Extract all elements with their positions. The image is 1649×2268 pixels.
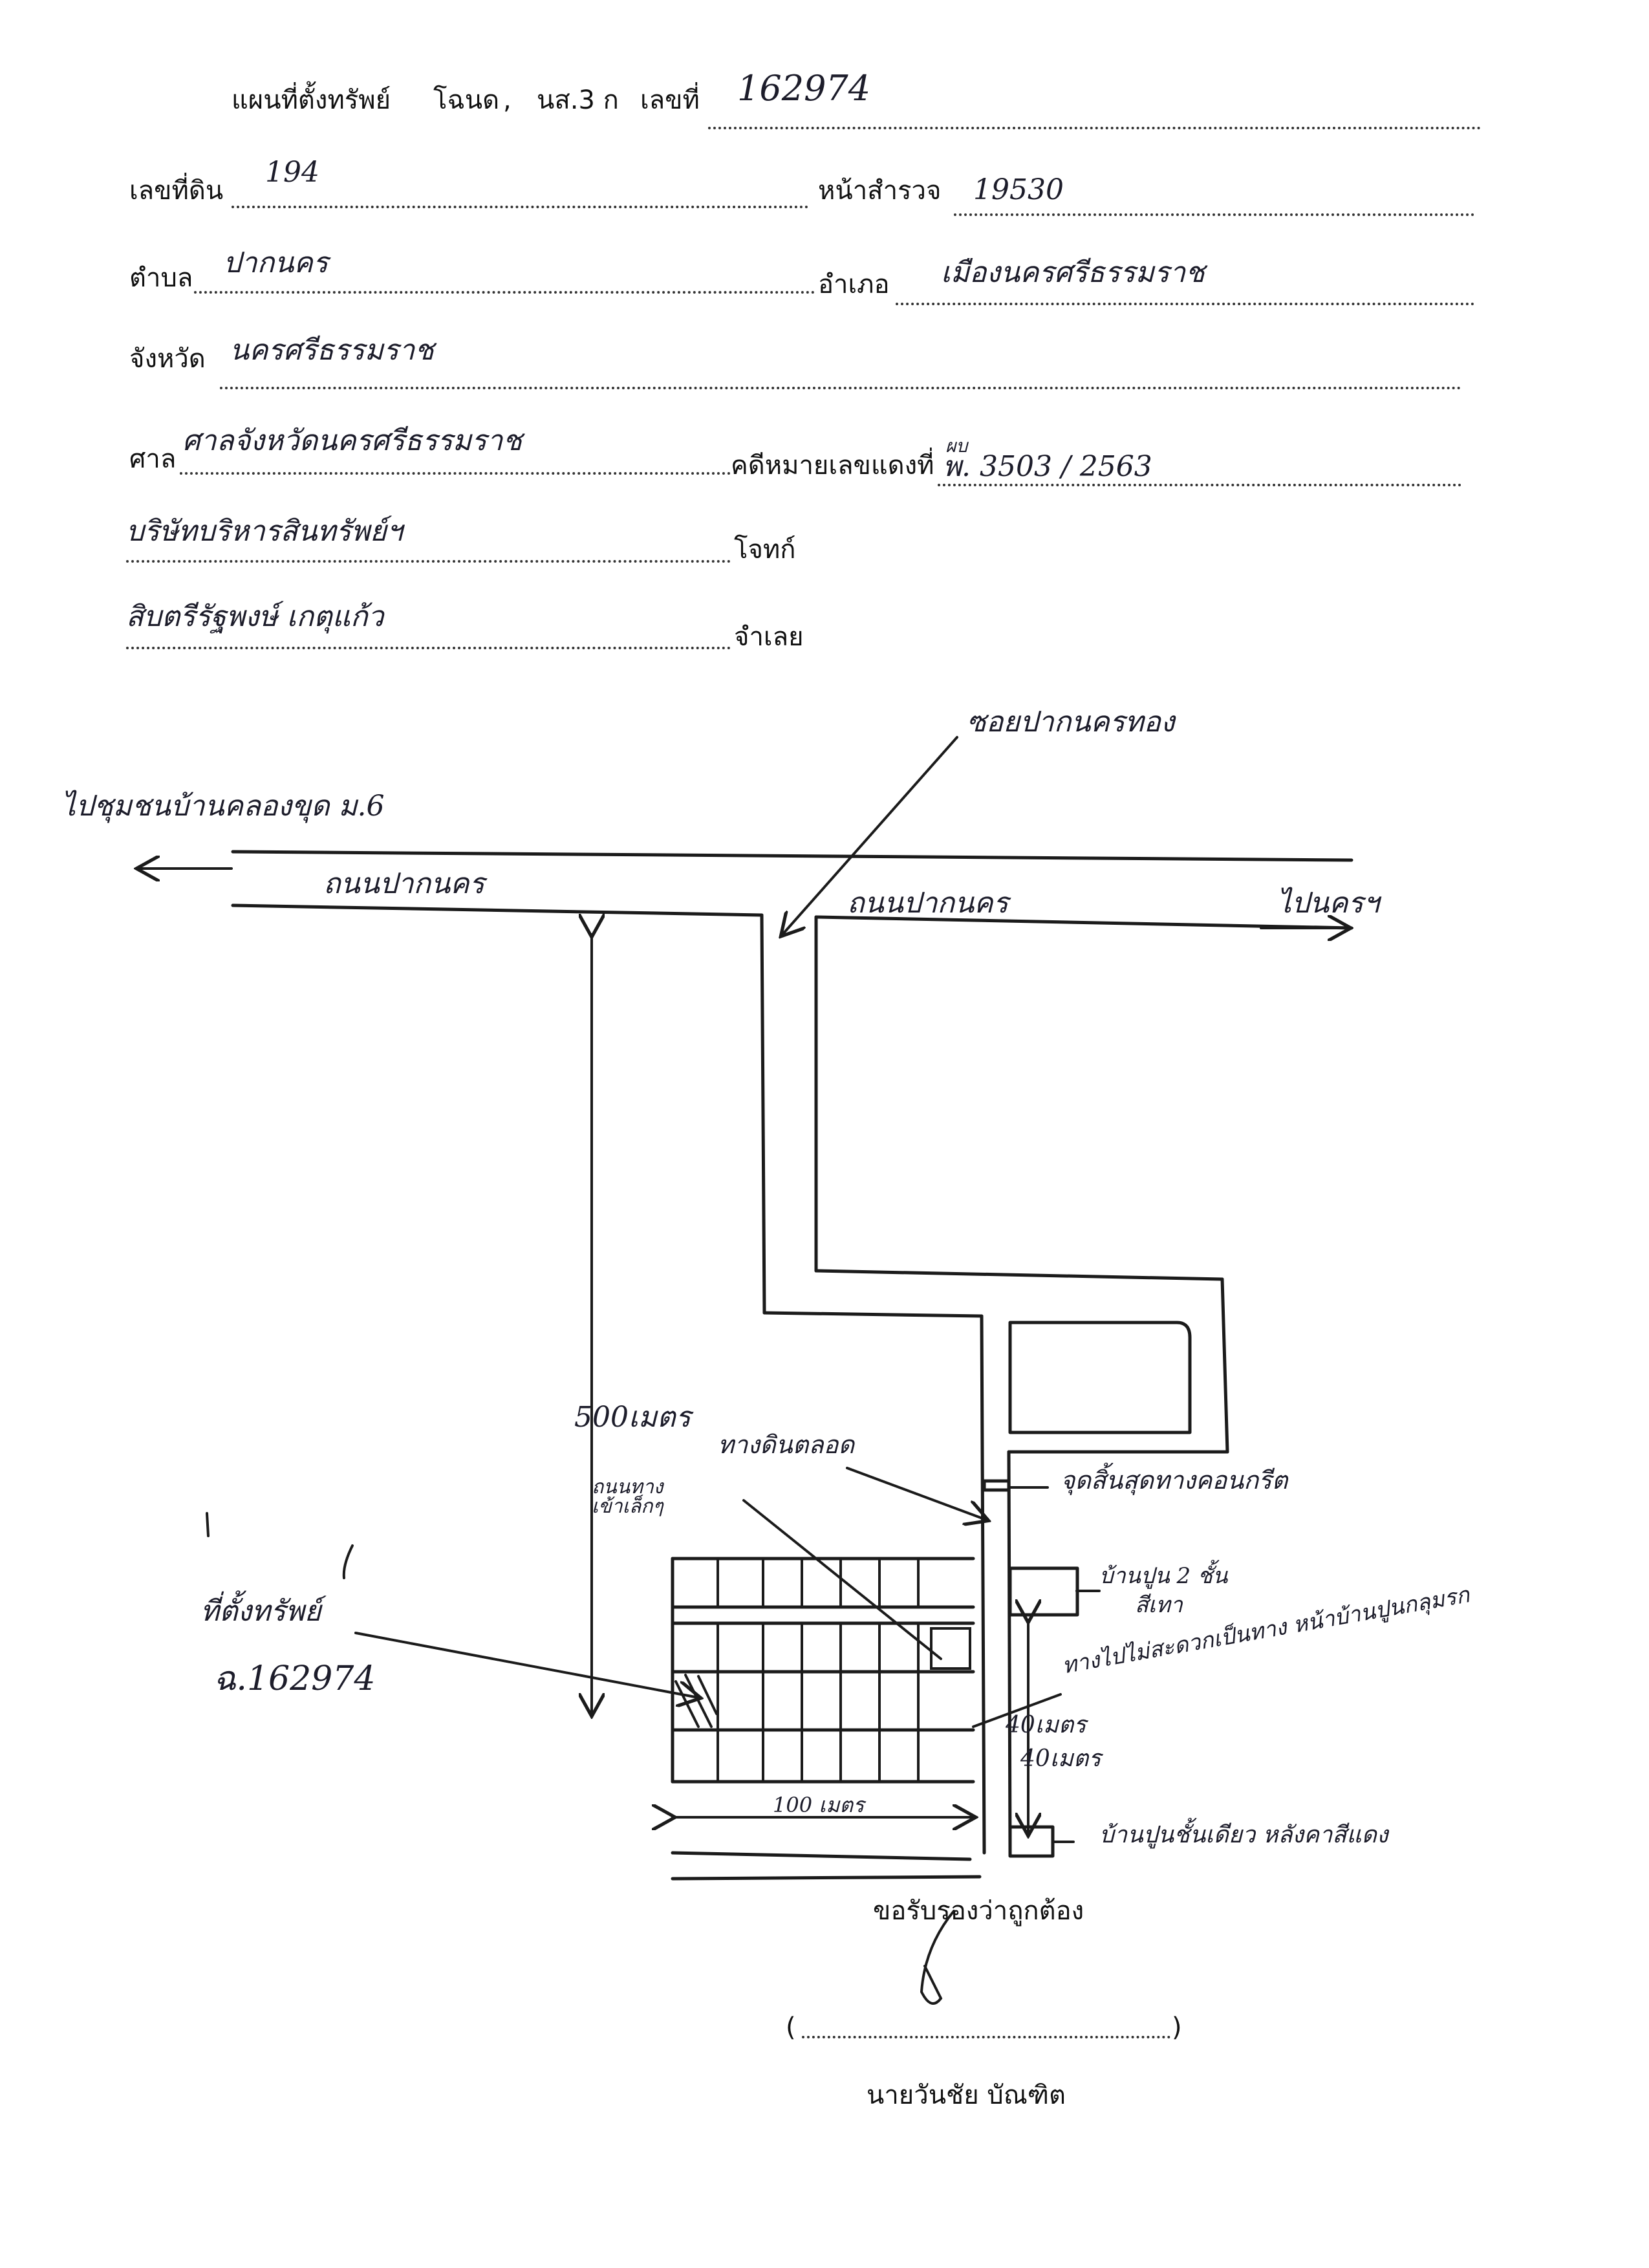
title-ns3k: นส.3 ก (537, 85, 619, 115)
main-road-top-line (231, 850, 1353, 862)
province-label: จังหวัด (129, 344, 206, 374)
no-access-pointer (972, 1693, 1062, 1728)
survey-page-label: หน้าสำรวจ (818, 176, 942, 206)
dirt-road-label: ทางดินตลอด (718, 1431, 855, 1459)
title-deed-type-circled: โฉนด (433, 85, 500, 115)
dirt-road-pointer (846, 1467, 986, 1520)
court-value: ศาลจังหวัดนครศรีธรรมราช (182, 424, 523, 457)
road-right-label: ถนนปากนคร (847, 887, 1009, 920)
case-value: พ. 3503 / 2563 (943, 450, 1152, 483)
court-line (180, 472, 731, 475)
signature-paren-close: ) (1172, 2013, 1182, 2042)
land-no-value: 194 (265, 156, 319, 189)
house-gray-label-line2: สีเทา (1135, 1592, 1183, 1618)
defendant-line (126, 647, 731, 649)
property-deed: ฉ.162974 (213, 1659, 376, 1698)
concrete-end-label: จุดสิ้นสุดทางคอนกรีต (1061, 1466, 1288, 1495)
house-gray-label-line1: บ้านปูน 2 ชั้น (1099, 1563, 1228, 1589)
property-label: ที่ตั้งทรัพย์ (200, 1595, 321, 1628)
amphoe-label: อำเภอ (818, 270, 890, 299)
distance-100-label: 100 เมตร (773, 1793, 865, 1817)
road-left-label: ถนนปากนคร (323, 867, 485, 900)
title-separator: , (503, 85, 512, 115)
survey-page-value: 19530 (973, 173, 1064, 206)
defendant-label: จำเลย (734, 622, 804, 652)
title-number-value: 162974 (737, 68, 871, 109)
tambon-value: ปากนคร (223, 246, 329, 279)
province-line (220, 387, 1461, 389)
lane-8 (671, 1875, 982, 1881)
distance-40-label-b: 40เมตร (1020, 1745, 1101, 1772)
tambon-label: ตำบล (129, 263, 193, 293)
property-note-mark (206, 1512, 354, 1579)
land-no-line (232, 206, 808, 208)
signer-name: นายวันชัย บัณฑิต (867, 2080, 1066, 2110)
soi-label: ซอยปากนครทอง (967, 706, 1175, 739)
title-number-line (708, 127, 1481, 129)
main-road-bottom-right-line (814, 915, 1353, 930)
survey-page-line (954, 213, 1474, 216)
case-line (938, 484, 1461, 486)
block-inside-bend (1008, 1321, 1192, 1434)
to-city-label: ไปนครฯ (1277, 887, 1379, 920)
soi-bend-bottom (762, 1311, 984, 1318)
plaintiff-label: โจทก์ (734, 535, 796, 565)
amphoe-line (896, 303, 1474, 305)
soi-upper-right-edge (814, 1269, 1224, 1281)
signature-line (802, 2036, 1170, 2038)
case-prefix-small: ผบ (945, 435, 968, 457)
case-label: คดีหมายเลขแดงที่ (731, 451, 934, 481)
signature-mark (920, 1910, 955, 2005)
signature-paren-open: ( (786, 2013, 796, 2042)
property-pointer (354, 1632, 698, 1698)
main-road-bottom-left-line (231, 903, 764, 917)
title-label: แผนที่ตั้งทรัพย์ (232, 85, 391, 115)
no-access-target-box (930, 1627, 971, 1670)
amphoe-value: เมืองนครศรีธรรมราช (941, 256, 1205, 289)
plaintiff-value: บริษัทบริหารสินทรัพย์ฯ (126, 515, 403, 548)
distance-500-label: 500เมตร (574, 1401, 691, 1434)
soi-lower-right-edge (1007, 1450, 1012, 1855)
lane-7 (671, 1851, 972, 1861)
house-gray-box (1008, 1566, 1079, 1617)
property-plot-hatching (671, 1670, 719, 1731)
house-red-roof-label: บ้านปูนชั้นเดียว หลังคาสีแดง (1099, 1822, 1388, 1848)
small-road-label: ถนนทางเข้าเล็กๆ (592, 1476, 663, 1518)
soi-left-edge (760, 913, 766, 1315)
tambon-line (194, 291, 815, 294)
defendant-value: สิบตรีรัฐพงษ์ เกตุแก้ว (126, 600, 384, 633)
plaintiff-line (126, 560, 731, 563)
to-village-label: ไปชุมชนบ้านคลองขุด ม.6 (61, 790, 385, 823)
soi-label-pointer (782, 736, 958, 934)
soi-lower-left-edge (980, 1314, 986, 1855)
court-label: ศาล (129, 444, 177, 474)
province-value: นครศรีธรรมราช (230, 334, 435, 367)
land-no-label: เลขที่ดิน (129, 176, 224, 206)
concrete-end-marker (982, 1479, 1011, 1492)
certify-text: ขอรับรองว่าถูกต้อง (873, 1896, 1084, 1926)
title-number-label: เลขที่ (640, 85, 700, 115)
soi-upper-right-corner (1220, 1277, 1229, 1454)
house-red-roof-box (1008, 1825, 1055, 1858)
distance-40-label-a: 40เมตร (1006, 1712, 1086, 1738)
small-road-pointer (742, 1499, 942, 1660)
